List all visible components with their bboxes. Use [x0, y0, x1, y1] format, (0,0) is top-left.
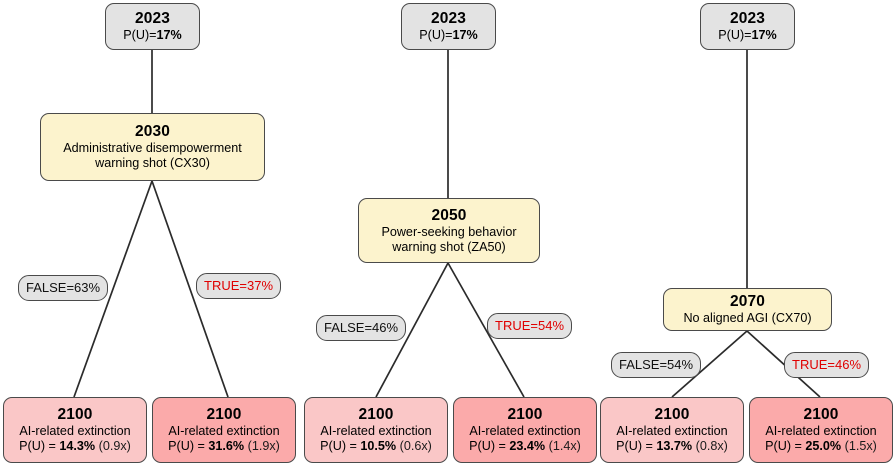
probability-prefix: P(U) = [168, 439, 209, 454]
probability-multiplier: (0.8x) [695, 439, 728, 454]
node-year: 2100 [358, 406, 394, 423]
leaf-node-tree-2-false[interactable]: 2100 AI-related extinction P(U) = 10.5% … [304, 397, 448, 463]
edge-label-false-tree-2[interactable]: FALSE=46% [316, 315, 407, 341]
node-probability: P(U) = 25.0% (1.5x) [765, 439, 877, 454]
root-node-tree-1[interactable]: 2023 P(U)=17% [105, 3, 200, 50]
node-year: 2100 [57, 406, 93, 423]
node-probability: P(U) = 23.4% (1.4x) [469, 439, 581, 454]
probability-prefix: P(U) = [616, 439, 657, 454]
root-node-tree-3[interactable]: 2023 P(U)=17% [700, 3, 795, 50]
probability-prefix: P(U)= [419, 28, 453, 43]
probability-multiplier: (0.9x) [98, 439, 131, 454]
node-probability: P(U)=17% [419, 28, 477, 43]
probability-multiplier: (1.9x) [247, 439, 280, 454]
edge-label-text: TRUE=46% [792, 357, 861, 372]
node-year: 2023 [730, 9, 765, 27]
node-probability: P(U)=17% [718, 28, 776, 43]
probability-prefix: P(U) = [320, 439, 361, 454]
node-year: 2100 [654, 406, 690, 423]
edge-label-false-tree-1[interactable]: FALSE=63% [18, 275, 109, 301]
probability-prefix: P(U) = [765, 439, 806, 454]
node-year: 2100 [507, 406, 543, 423]
edge-label-text: FALSE=46% [324, 320, 399, 335]
edge-label-true-tree-2[interactable]: TRUE=54% [487, 313, 572, 339]
probability-multiplier: (1.4x) [548, 439, 581, 454]
node-line-1: Power-seeking behavior [381, 224, 517, 239]
node-outcome: AI-related extinction [19, 424, 131, 439]
probability-value: 17% [156, 28, 182, 43]
probability-value: 14.3% [59, 439, 96, 454]
probability-prefix: P(U) = [19, 439, 60, 454]
edge-label-text: FALSE=63% [26, 280, 101, 295]
node-outcome: AI-related extinction [168, 424, 280, 439]
node-probability: P(U) = 14.3% (0.9x) [19, 439, 131, 454]
probability-value: 17% [751, 28, 777, 43]
branch-node-tree-2[interactable]: 2050 Power-seeking behavior warning shot… [358, 198, 540, 263]
node-probability: P(U) = 13.7% (0.8x) [616, 439, 728, 454]
node-year: 2050 [431, 206, 467, 224]
node-outcome: AI-related extinction [320, 424, 432, 439]
edge-label-text: TRUE=54% [495, 318, 564, 333]
node-outcome: AI-related extinction [469, 424, 581, 439]
probability-multiplier: (1.5x) [844, 439, 877, 454]
node-line-2: warning shot (CX30) [95, 156, 210, 171]
probability-prefix: P(U)= [718, 28, 752, 43]
probability-value: 10.5% [360, 439, 397, 454]
probability-value: 31.6% [208, 439, 245, 454]
node-line-2: warning shot (ZA50) [392, 239, 506, 254]
node-outcome: AI-related extinction [765, 424, 877, 439]
leaf-node-tree-2-true[interactable]: 2100 AI-related extinction P(U) = 23.4% … [453, 397, 597, 463]
branch-node-tree-3[interactable]: 2070 No aligned AGI (CX70) [663, 288, 832, 331]
node-year: 2030 [135, 123, 170, 140]
edge-label-text: TRUE=37% [204, 278, 273, 293]
node-year: 2023 [135, 9, 170, 27]
leaf-node-tree-3-false[interactable]: 2100 AI-related extinction P(U) = 13.7% … [600, 397, 744, 463]
node-year: 2100 [206, 406, 242, 423]
node-line-1: No aligned AGI (CX70) [683, 311, 812, 326]
node-year: 2070 [730, 292, 765, 310]
node-year: 2100 [803, 406, 839, 423]
probability-multiplier: (0.6x) [399, 439, 432, 454]
edge-label-true-tree-1[interactable]: TRUE=37% [196, 273, 281, 299]
branch-node-tree-1[interactable]: 2030 Administrative disempowerment warni… [40, 113, 265, 181]
edge-label-text: FALSE=54% [619, 357, 694, 372]
node-line-1: Administrative disempowerment [63, 141, 242, 156]
node-probability: P(U) = 31.6% (1.9x) [168, 439, 280, 454]
leaf-node-tree-1-false[interactable]: 2100 AI-related extinction P(U) = 14.3% … [3, 397, 147, 463]
root-node-tree-2[interactable]: 2023 P(U)=17% [401, 3, 496, 50]
probability-value: 23.4% [509, 439, 546, 454]
probability-value: 25.0% [805, 439, 842, 454]
node-probability: P(U)=17% [123, 28, 181, 43]
node-probability: P(U) = 10.5% (0.6x) [320, 439, 432, 454]
edge-label-false-tree-3[interactable]: FALSE=54% [611, 352, 702, 378]
leaf-node-tree-3-true[interactable]: 2100 AI-related extinction P(U) = 25.0% … [749, 397, 893, 463]
node-year: 2023 [431, 9, 466, 27]
probability-prefix: P(U) = [469, 439, 510, 454]
probability-value: 17% [452, 28, 478, 43]
probability-value: 13.7% [656, 439, 693, 454]
probability-prefix: P(U)= [123, 28, 157, 43]
node-outcome: AI-related extinction [616, 424, 728, 439]
edge-label-true-tree-3[interactable]: TRUE=46% [784, 352, 869, 378]
leaf-node-tree-1-true[interactable]: 2100 AI-related extinction P(U) = 31.6% … [152, 397, 296, 463]
